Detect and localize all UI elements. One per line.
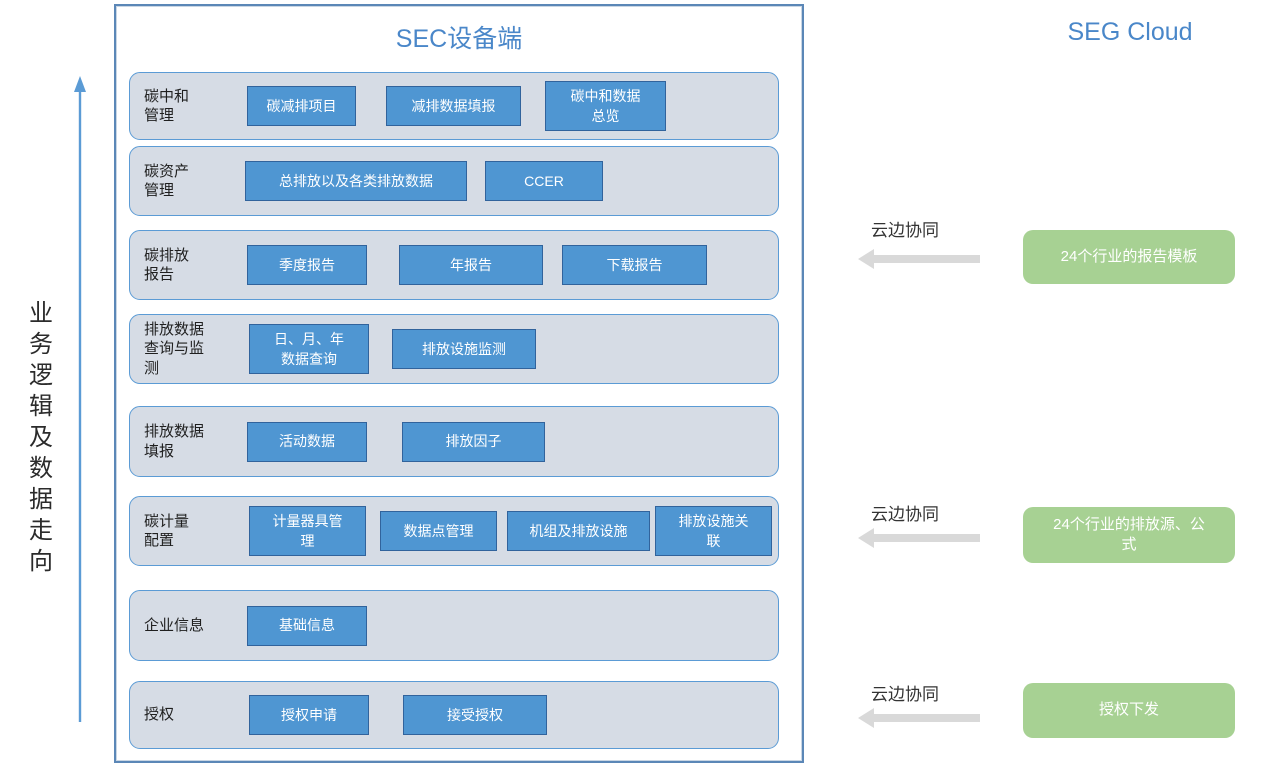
left-block-arrow-icon — [858, 708, 980, 728]
row-label: 碳中和 管理 — [144, 87, 190, 125]
row-buttons: 基础信息 — [244, 605, 367, 646]
row-label: 碳资产 管理 — [144, 162, 190, 200]
row-authorization: 授权 授权申请 接受授权 — [129, 681, 779, 749]
row-buttons: 计量器具管 理 数据点管理 机组及排放设施 排放设施关 联 — [244, 506, 772, 556]
row-label: 碳计量 配置 — [144, 512, 190, 550]
module-chip: 排放设施关 联 — [655, 506, 772, 556]
sec-device-panel: SEC设备端 碳中和 管理 碳减排项目 减排数据填报 碳中和数据 总览 碳资产 … — [114, 4, 804, 763]
module-chip: 下载报告 — [562, 245, 707, 285]
row-emission-data-filling: 排放数据 填报 活动数据 排放因子 — [129, 406, 779, 477]
left-block-arrow-icon — [858, 249, 980, 269]
cloud-edge-sync-label: 云边协同 — [871, 505, 939, 524]
row-enterprise-info: 企业信息 基础信息 — [129, 590, 779, 661]
cloud-box-report-templates: 24个行业的报告模板 — [1023, 230, 1235, 284]
module-chip: 计量器具管 理 — [249, 506, 366, 556]
row-buttons: 活动数据 排放因子 — [244, 421, 545, 462]
module-chip: 基础信息 — [247, 605, 367, 646]
module-chip: 数据点管理 — [380, 511, 497, 551]
module-chip: 总排放以及各类排放数据 — [245, 161, 467, 201]
row-label: 排放数据 查询与监 测 — [144, 320, 205, 377]
module-chip: CCER — [485, 161, 603, 201]
row-carbon-emission-report: 碳排放 报告 季度报告 年报告 下载报告 — [129, 230, 779, 300]
left-block-arrow-icon — [858, 528, 980, 548]
module-chip: 授权申请 — [249, 695, 369, 735]
module-chip: 碳减排项目 — [247, 86, 356, 126]
row-buttons: 日、月、年 数据查询 排放设施监测 — [244, 324, 536, 374]
module-chip: 年报告 — [399, 245, 543, 285]
row-carbon-neutral-management: 碳中和 管理 碳减排项目 减排数据填报 碳中和数据 总览 — [129, 72, 779, 140]
row-label: 授权 — [144, 706, 175, 724]
panel-title: SEC设备端 — [395, 25, 523, 53]
row-buttons: 碳减排项目 减排数据填报 碳中和数据 总览 — [244, 81, 666, 131]
row-buttons: 季度报告 年报告 下载报告 — [244, 245, 707, 285]
flow-direction-label: 业务逻辑及数据走向 — [24, 300, 52, 579]
row-label: 排放数据 填报 — [144, 423, 205, 460]
row-carbon-metering-config: 碳计量 配置 计量器具管 理 数据点管理 机组及排放设施 排放设施关 联 — [129, 496, 779, 566]
flow-up-arrow-icon — [74, 76, 86, 722]
cloud-edge-sync-label: 云边协同 — [871, 221, 939, 240]
module-chip: 排放设施监测 — [392, 329, 536, 369]
cloud-box-authorization-issue: 授权下发 — [1023, 683, 1235, 738]
row-emission-data-query-monitoring: 排放数据 查询与监 测 日、月、年 数据查询 排放设施监测 — [129, 314, 779, 384]
module-chip: 接受授权 — [403, 695, 547, 735]
row-buttons: 授权申请 接受授权 — [244, 695, 547, 735]
module-chip: 减排数据填报 — [386, 86, 521, 126]
module-chip: 碳中和数据 总览 — [545, 81, 666, 131]
cloud-edge-sync-label: 云边协同 — [871, 685, 939, 704]
module-chip: 机组及排放设施 — [507, 511, 650, 551]
row-label: 企业信息 — [144, 616, 205, 634]
row-buttons: 总排放以及各类排放数据 CCER — [244, 161, 603, 201]
module-chip: 活动数据 — [247, 421, 367, 462]
module-chip: 季度报告 — [247, 245, 367, 285]
row-carbon-asset-management: 碳资产 管理 总排放以及各类排放数据 CCER — [129, 146, 779, 216]
cloud-title: SEG Cloud — [1067, 18, 1193, 46]
module-chip: 日、月、年 数据查询 — [249, 324, 369, 374]
module-chip: 排放因子 — [402, 421, 545, 462]
row-label: 碳排放 报告 — [144, 246, 190, 284]
cloud-box-emission-sources-formulas: 24个行业的排放源、公 式 — [1023, 507, 1235, 563]
